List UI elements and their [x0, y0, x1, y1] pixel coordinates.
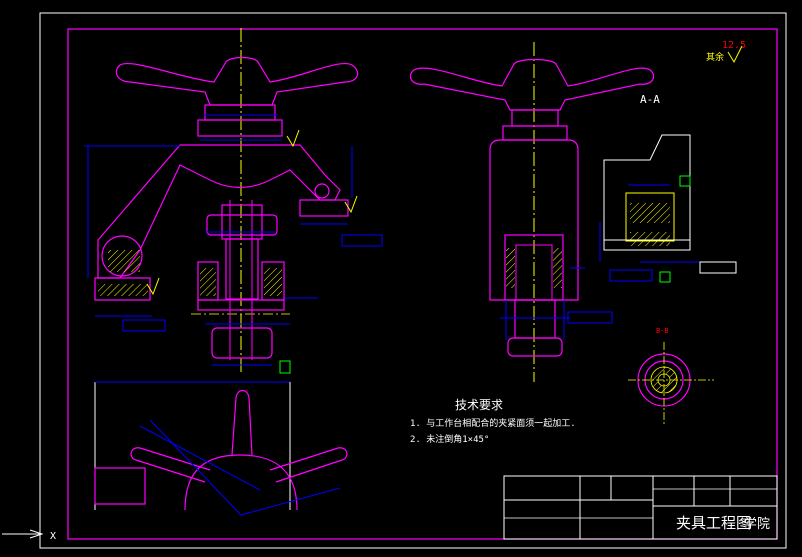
section-b-b: B-B: [628, 327, 714, 426]
drawing-title: 夹具工程图: [676, 514, 751, 532]
requirement-line-2: 2. 未注倒角1×45°: [410, 433, 489, 445]
school-name: 学院: [744, 516, 770, 532]
requirements-heading: 技术要求: [455, 398, 503, 412]
ucs-icon: X: [2, 529, 56, 542]
section-label: B-B: [656, 327, 669, 335]
top-view: [94, 381, 348, 516]
sheet-border: [39, 12, 787, 549]
finish-note: 其余: [706, 51, 724, 63]
surface-finish-value: 12.5: [722, 40, 746, 51]
front-view: [84, 28, 383, 374]
requirement-line-1: 1. 与工作台相配合的夹紧面须一起加工.: [410, 417, 576, 429]
technical-requirements: 技术要求 1. 与工作台相配合的夹紧面须一起加工. 2. 未注倒角1×45°: [410, 398, 576, 445]
surface-finish-mark: 12.5 其余: [706, 40, 746, 64]
view-label: A-A: [640, 93, 660, 106]
section-a-a: A-A: [599, 93, 737, 283]
svg-text:X: X: [50, 531, 56, 542]
title-block: 夹具工程图 学院: [503, 475, 778, 540]
side-view: [409, 42, 655, 382]
